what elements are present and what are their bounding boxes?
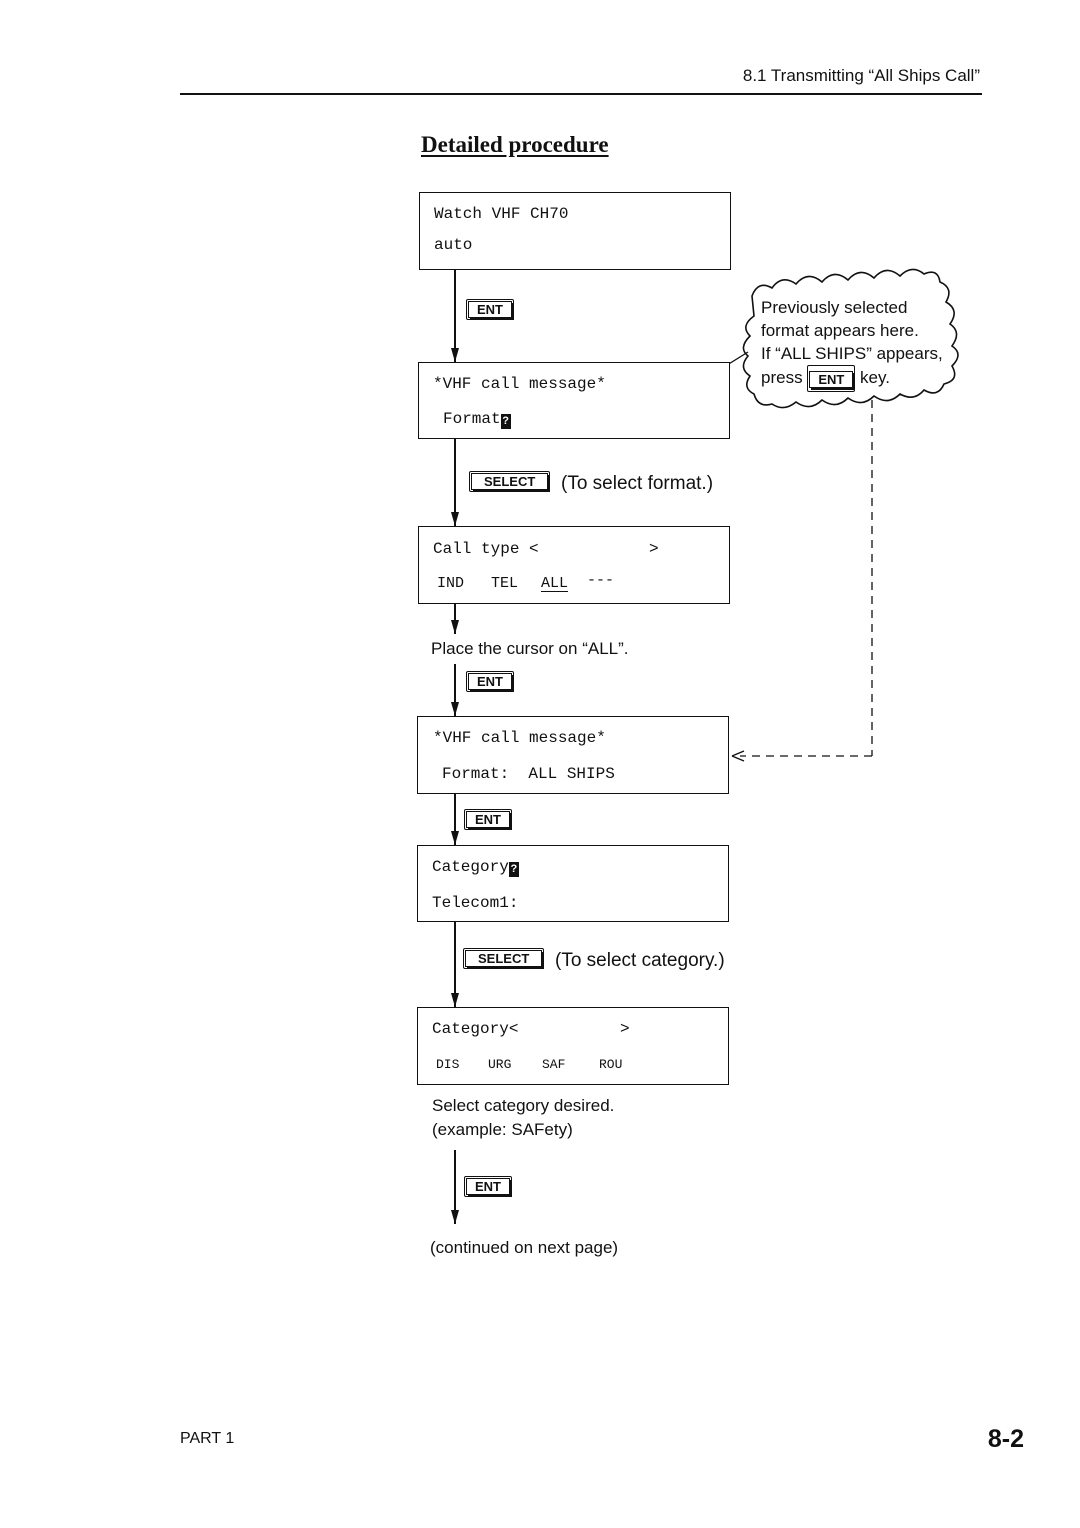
ent-key-label: ENT <box>468 673 512 690</box>
note-select-format: (To select format.) <box>561 473 714 494</box>
lcd-line: *VHF call message* <box>433 375 606 393</box>
ent-key-label: ENT <box>466 1178 510 1195</box>
lcd-screen-format-all-ships: *VHF call message* Format: ALL SHIPS <box>417 716 729 794</box>
lcd-format-label: Format <box>443 410 501 428</box>
ent-key[interactable]: ENT <box>807 365 856 392</box>
select-key[interactable]: SELECT <box>469 471 551 492</box>
note-select-category: (To select category.) <box>555 950 725 971</box>
lcd-line: Category? <box>432 858 519 877</box>
note-place-cursor: Place the cursor on “ALL”. <box>431 639 629 658</box>
section-title: Detailed procedure <box>421 132 609 157</box>
note-example: (example: SAFety) <box>432 1120 573 1139</box>
cloud-bubble <box>742 268 959 409</box>
select-key-label: SELECT <box>471 473 549 490</box>
lcd-line: Format? <box>443 410 511 429</box>
bubble-key: key. <box>860 367 890 387</box>
ent-key[interactable]: ENT <box>466 299 514 320</box>
lcd-category-label: Category <box>432 858 509 876</box>
lcd-line: > <box>649 540 659 558</box>
header-rule <box>180 93 982 95</box>
ent-key-label: ENT <box>809 371 854 388</box>
bubble-line: Previously selected <box>761 298 908 317</box>
lcd-line: Watch VHF CH70 <box>434 205 569 223</box>
bubble-line: press ENT key. <box>761 365 971 392</box>
ent-key[interactable]: ENT <box>466 671 514 692</box>
lcd-screen-call-type: Call type < > IND TEL ALL --- <box>418 526 730 604</box>
footer-part: PART 1 <box>180 1430 235 1447</box>
lcd-line: Call type < <box>433 540 539 558</box>
lcd-screen-call-message: *VHF call message* Format? <box>418 362 730 439</box>
ent-key-label: ENT <box>468 301 512 318</box>
lcd-screen-watch: Watch VHF CH70 auto <box>419 192 731 270</box>
ent-key[interactable]: ENT <box>464 809 512 830</box>
lcd-screen-category: Category? Telecom1: <box>417 845 729 922</box>
lcd-option-ind: IND <box>437 575 465 592</box>
lcd-line: Format: ALL SHIPS <box>442 765 615 783</box>
lcd-screen-category-select: Category< > DIS URG SAF ROU <box>417 1007 729 1085</box>
lcd-line: *VHF call message* <box>433 729 606 747</box>
lcd-line: > <box>620 1020 630 1038</box>
lcd-option-more: --- <box>587 572 615 589</box>
page-number: 8-2 <box>987 1425 1024 1453</box>
lcd-line: Category< <box>432 1020 519 1038</box>
lcd-option-dis: DIS <box>436 1057 460 1072</box>
lcd-line: Telecom1: <box>432 894 519 912</box>
lcd-line: auto <box>434 236 473 254</box>
bubble-line: format appears here. <box>761 321 919 340</box>
ent-key[interactable]: ENT <box>464 1176 512 1197</box>
lcd-cursor: ? <box>500 414 511 429</box>
lcd-cursor: ? <box>508 862 519 877</box>
bubble-press: press <box>761 367 803 387</box>
bubble-line: If “ALL SHIPS” appears, <box>761 344 943 363</box>
select-key-label: SELECT <box>465 950 543 967</box>
lcd-option-tel: TEL <box>491 575 519 592</box>
select-key[interactable]: SELECT <box>463 948 545 969</box>
lcd-option-all: ALL <box>541 575 569 592</box>
note-continued: (continued on next page) <box>430 1238 619 1257</box>
running-header: 8.1 Transmitting “All Ships Call” <box>742 66 980 85</box>
lcd-option-saf: SAF <box>542 1057 566 1072</box>
note-select-desired: Select category desired. <box>432 1096 615 1115</box>
bubble-note: Previously selected format appears here.… <box>761 296 971 392</box>
lcd-option-urg: URG <box>488 1057 512 1072</box>
lcd-option-rou: ROU <box>599 1057 623 1072</box>
ent-key-label: ENT <box>466 811 510 828</box>
